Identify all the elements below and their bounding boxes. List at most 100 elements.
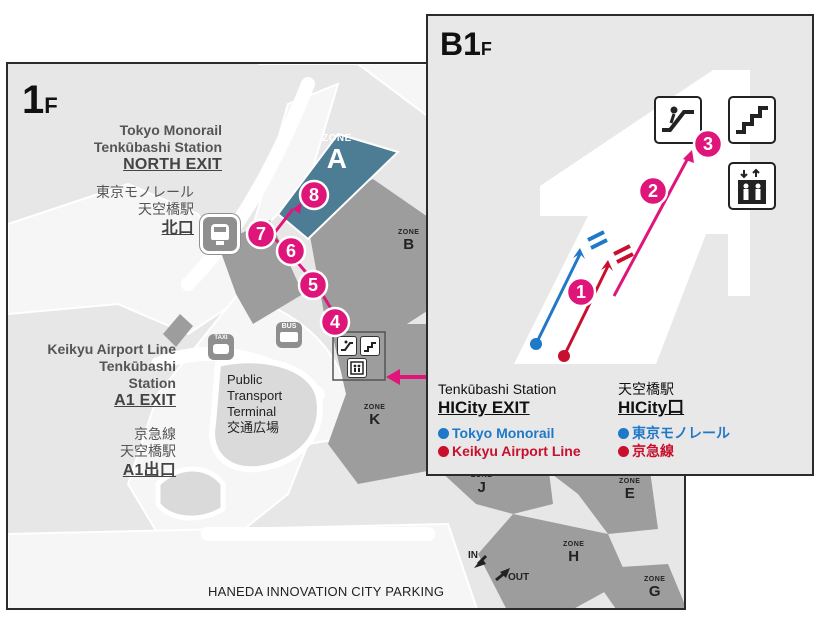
floor-1f-base-map — [8, 64, 684, 608]
zone-b-label: ZONE B — [398, 229, 419, 252]
north-exit-title[interactable]: NORTH EXIT — [123, 156, 222, 173]
taxi-icon-label: TAXI — [214, 335, 228, 341]
legend-tokyo-monorail-ja: 東京モノレール — [618, 425, 730, 442]
zone-b-letter: B — [403, 236, 415, 253]
b1f-elevator-icon[interactable] — [728, 162, 776, 210]
svg-text:7: 7 — [256, 224, 266, 244]
zone-a-area — [276, 132, 400, 241]
svg-text:2: 2 — [648, 181, 658, 201]
transport-terminal-label: Public Transport Terminal 交通広場 — [227, 372, 282, 436]
a1-exit-line2: Tenkūbashi — [99, 358, 176, 374]
b1f-station-ja: 天空橋駅 — [618, 381, 674, 397]
a1-exit-ja-line2: 天空橋駅 — [120, 443, 176, 459]
legend-tokyo-monorail-en: Tokyo Monorail — [438, 425, 554, 442]
legend-keikyu-ja: 京急線 — [618, 443, 674, 460]
facility-box-1f — [332, 331, 386, 381]
bus-icon-label: BUS — [281, 323, 297, 330]
a1-exit-block: Keikyu Airport Line Tenkūbashi Station A… — [47, 341, 176, 409]
building-zone-b — [306, 179, 438, 349]
legend-tokyo-monorail-en-text: Tokyo Monorail — [452, 425, 555, 441]
a1-exit-ja-line1: 京急線 — [134, 426, 176, 442]
svg-text:5: 5 — [308, 275, 318, 295]
b1f-station-en: Tenkūbashi Station — [438, 381, 557, 397]
zone-j-letter: J — [477, 479, 486, 496]
north-exit-line2: Tenkūbashi Station — [93, 139, 222, 155]
zone-g-label: ZONE G — [644, 576, 665, 599]
escalator-icon — [337, 336, 357, 356]
svg-text:3: 3 — [703, 134, 713, 154]
zone-a-word: ZONE — [322, 133, 352, 144]
building-zone-j — [438, 464, 553, 514]
floor-b1f-suffix: F — [480, 39, 492, 59]
north-exit-ja-line2: 天空橋駅 — [138, 201, 194, 217]
zone-a-letter: A — [326, 143, 347, 174]
route-steps-b1f: 1 2 3 — [565, 128, 724, 308]
elevator-icon — [347, 358, 367, 378]
legend-red-dot-ja — [618, 446, 629, 457]
floor-b1f-label: B1F — [440, 26, 492, 63]
b1f-stairs-icon[interactable] — [728, 96, 776, 144]
zone-h-word: ZONE — [563, 541, 585, 548]
route-step-badge-1f-7: 7 — [245, 218, 277, 250]
parking-out-label: OUT — [508, 572, 530, 583]
building-zone-h — [478, 514, 628, 608]
legend-blue-dot — [438, 428, 449, 439]
a1-exit-title[interactable]: A1 EXIT — [114, 392, 176, 409]
route-line-b1f — [612, 157, 690, 297]
route-step-badge-1f-4: 4 — [319, 306, 351, 338]
north-exit-ja-title[interactable]: 北口 — [161, 220, 194, 237]
a1-exit-ja-block: 京急線 天空橋駅 A1出口 — [120, 426, 176, 479]
b1f-escalator-icon[interactable] — [654, 96, 702, 144]
zone-e-label: ZONE E — [619, 478, 640, 501]
route-step-badge-1f-6: 6 — [275, 235, 307, 267]
north-exit-line1: Tokyo Monorail — [119, 122, 222, 138]
svg-text:4: 4 — [330, 312, 340, 332]
route-step-badge-b1f-3: 3 — [692, 128, 724, 160]
svg-text:6: 6 — [286, 241, 296, 261]
legend-keikyu-en: Keikyu Airport Line — [438, 443, 581, 460]
svg-text:1: 1 — [576, 282, 586, 302]
zone-h-letter: H — [568, 548, 580, 565]
svg-text:8: 8 — [309, 185, 319, 205]
a1-exit-line3: Station — [128, 375, 176, 391]
bus-icon[interactable]: BUS — [276, 322, 302, 348]
building-zone-g — [588, 564, 684, 608]
b1f-exit-en[interactable]: HICity EXIT — [438, 398, 530, 417]
b1f-exit-ja[interactable]: HICity口 — [618, 398, 685, 417]
north-exit-block: Tokyo Monorail Tenkūbashi Station NORTH … — [94, 122, 222, 173]
parking-label: HANEDA INNOVATION CITY PARKING — [208, 584, 445, 599]
a1-exit-line1: Keikyu Airport Line — [47, 341, 176, 357]
terminal-line4: 交通広場 — [227, 420, 280, 435]
zone-g-word: ZONE — [644, 576, 666, 583]
zone-h-label: ZONE H — [563, 541, 584, 564]
floor-b1f-map: B1F Tenkūbashi Station HICity EXIT 天空橋駅 … — [426, 14, 814, 476]
terminal-line1: Public — [227, 372, 263, 387]
zone-g-letter: G — [648, 583, 661, 600]
legend-blue-dot-ja — [618, 428, 629, 439]
route-step-badge-1f-8: 8 — [298, 179, 330, 211]
a1-exit-ja-title[interactable]: A1出口 — [122, 462, 176, 479]
monorail-station-icon[interactable] — [200, 214, 240, 254]
terminal-line3: Terminal — [227, 404, 277, 419]
route-step-badge-b1f-1: 1 — [565, 276, 597, 308]
terminal-line2: Transport — [227, 388, 283, 403]
north-exit-ja-block: 東京モノレール 天空橋駅 北口 — [96, 184, 194, 237]
building-zone-k — [328, 394, 438, 484]
taxi-icon[interactable]: TAXI — [208, 334, 234, 360]
route-step-badge-1f-5: 5 — [297, 269, 329, 301]
floor-1f-number: 1 — [22, 78, 45, 122]
route-step-badge-b1f-2: 2 — [637, 175, 669, 207]
legend-keikyu-en-text: Keikyu Airport Line — [452, 443, 581, 459]
floor-1f-suffix: F — [44, 93, 58, 118]
zone-a-label: ZONE A — [322, 134, 352, 173]
floor-b1f-number: B1 — [440, 26, 481, 62]
legend-red-dot — [438, 446, 449, 457]
stairs-icon — [360, 336, 380, 356]
zone-k-letter: K — [369, 411, 381, 428]
zone-k-label: ZONE K — [364, 404, 385, 427]
legend-tokyo-monorail-ja-text: 東京モノレール — [632, 425, 730, 441]
parking-in-label: IN — [468, 550, 478, 561]
zone-e-letter: E — [624, 485, 635, 502]
legend-keikyu-ja-text: 京急線 — [632, 443, 674, 459]
